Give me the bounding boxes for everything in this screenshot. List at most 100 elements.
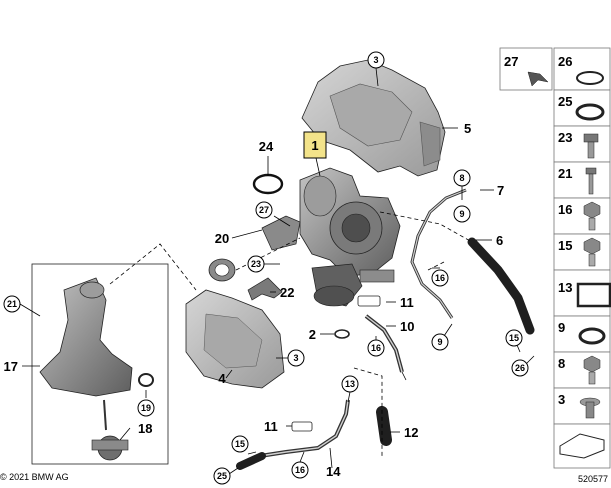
sidebar-item-27[interactable]: 27 [499, 47, 553, 91]
callout-16-mid[interactable]: 16 [367, 339, 385, 357]
clip-icon [527, 71, 549, 87]
flange-bolt-icon [579, 397, 601, 419]
svg-text:9: 9 [558, 320, 565, 335]
sidebar-item-23[interactable]: 23 [553, 125, 611, 163]
copyright: © 2021 BMW AG [0, 472, 69, 482]
callout-9-top[interactable]: 9 [453, 205, 471, 223]
svg-text:16: 16 [295, 465, 305, 475]
svg-text:13: 13 [558, 280, 572, 295]
callout-12[interactable]: 12 [404, 425, 418, 440]
svg-text:25: 25 [558, 94, 572, 109]
seal-ring-icon [576, 71, 604, 85]
small-parts-sidebar: 27 26 25 23 21 16 15 [499, 47, 611, 469]
sidebar-item-9[interactable]: 9 [553, 315, 611, 353]
svg-text:26: 26 [558, 54, 572, 69]
svg-text:8: 8 [558, 356, 565, 371]
callout-6[interactable]: 6 [496, 233, 503, 248]
sidebar-item-3[interactable]: 3 [553, 387, 611, 425]
svg-text:15: 15 [558, 238, 572, 253]
turbocharger [261, 167, 401, 307]
heat-shield-upper [301, 59, 446, 177]
o-ring-19 [138, 373, 154, 387]
sidebar-item-16[interactable]: 16 [553, 197, 611, 235]
callout-23[interactable]: 23 [247, 255, 265, 273]
callout-11b[interactable]: 11 [264, 419, 278, 434]
sidebar-item-25[interactable]: 25 [553, 89, 611, 127]
svg-text:8: 8 [459, 173, 464, 183]
callout-4[interactable]: 4 [218, 371, 226, 386]
callout-1[interactable]: 1 [303, 131, 327, 159]
wastegate-actuator [91, 399, 129, 461]
seal-ring-20 [208, 258, 236, 282]
callout-25[interactable]: 25 [213, 467, 231, 485]
callout-3-lower[interactable]: 3 [287, 349, 305, 367]
svg-text:16: 16 [435, 273, 445, 283]
callout-17[interactable]: 17 [4, 359, 18, 374]
callout-19[interactable]: 19 [137, 399, 155, 417]
svg-text:16: 16 [558, 202, 572, 217]
hose-clamp-icon [576, 282, 611, 308]
callout-3-top[interactable]: 3 [367, 51, 385, 69]
callout-15-lower[interactable]: 15 [231, 435, 249, 453]
callout-22[interactable]: 22 [280, 285, 294, 300]
callout-13[interactable]: 13 [341, 375, 359, 393]
callout-24[interactable]: 24 [259, 139, 274, 154]
hex-bolt-icon [583, 237, 601, 267]
callout-20[interactable]: 20 [215, 231, 229, 246]
sidebar-legend-arrow [553, 423, 611, 469]
inset-panel [31, 263, 169, 465]
callout-9-lower[interactable]: 9 [431, 333, 449, 351]
svg-text:19: 19 [141, 403, 151, 413]
svg-text:3: 3 [293, 353, 298, 363]
sidebar-item-26[interactable]: 26 [553, 47, 611, 91]
svg-text:15: 15 [509, 333, 519, 343]
nut-icon [583, 201, 601, 231]
svg-text:3: 3 [373, 55, 378, 65]
callout-27[interactable]: 27 [255, 201, 273, 219]
gasket-11-upper [357, 295, 381, 307]
arrow-legend-icon [559, 433, 605, 459]
svg-text:23: 23 [251, 259, 261, 269]
diagram-number: 520577 [578, 474, 608, 484]
sidebar-item-21[interactable]: 21 [553, 161, 611, 199]
callout-21[interactable]: 21 [3, 295, 21, 313]
callout-16-right[interactable]: 16 [431, 269, 449, 287]
svg-text:27: 27 [259, 205, 269, 215]
callout-15-right[interactable]: 15 [505, 329, 523, 347]
clamp-icon [575, 103, 605, 121]
callout-16-lower[interactable]: 16 [291, 461, 309, 479]
callout-8[interactable]: 8 [453, 169, 471, 187]
heat-shield-lower [185, 289, 285, 389]
callout-5[interactable]: 5 [464, 121, 471, 136]
callout-26[interactable]: 26 [511, 359, 529, 377]
svg-text:25: 25 [217, 471, 227, 481]
seal-2 [334, 329, 350, 339]
callout-10[interactable]: 10 [400, 319, 414, 334]
callout-7[interactable]: 7 [497, 183, 504, 198]
callout-2[interactable]: 2 [309, 327, 316, 342]
svg-text:16: 16 [371, 343, 381, 353]
callout-18[interactable]: 18 [138, 421, 152, 436]
sidebar-item-15[interactable]: 15 [553, 233, 611, 271]
svg-text:27: 27 [504, 54, 518, 69]
svg-text:3: 3 [558, 392, 565, 407]
sidebar-item-13[interactable]: 13 [553, 269, 611, 317]
bolt-icon [583, 133, 599, 159]
sidebar-item-8[interactable]: 8 [553, 351, 611, 389]
svg-text:9: 9 [459, 209, 464, 219]
svg-text:21: 21 [558, 166, 572, 181]
svg-text:9: 9 [437, 337, 442, 347]
o-ring-24 [252, 173, 284, 195]
svg-text:26: 26 [515, 363, 525, 373]
exhaust-manifold [39, 277, 133, 397]
callout-11a[interactable]: 11 [400, 295, 414, 310]
washer-icon [578, 327, 606, 345]
callout-14[interactable]: 14 [326, 464, 341, 479]
callout-1-label: 1 [311, 138, 318, 153]
screw-icon [585, 167, 597, 195]
coolant-hose-6 [467, 237, 535, 335]
svg-text:23: 23 [558, 130, 572, 145]
svg-text:15: 15 [235, 439, 245, 449]
hose-12 [376, 406, 392, 446]
